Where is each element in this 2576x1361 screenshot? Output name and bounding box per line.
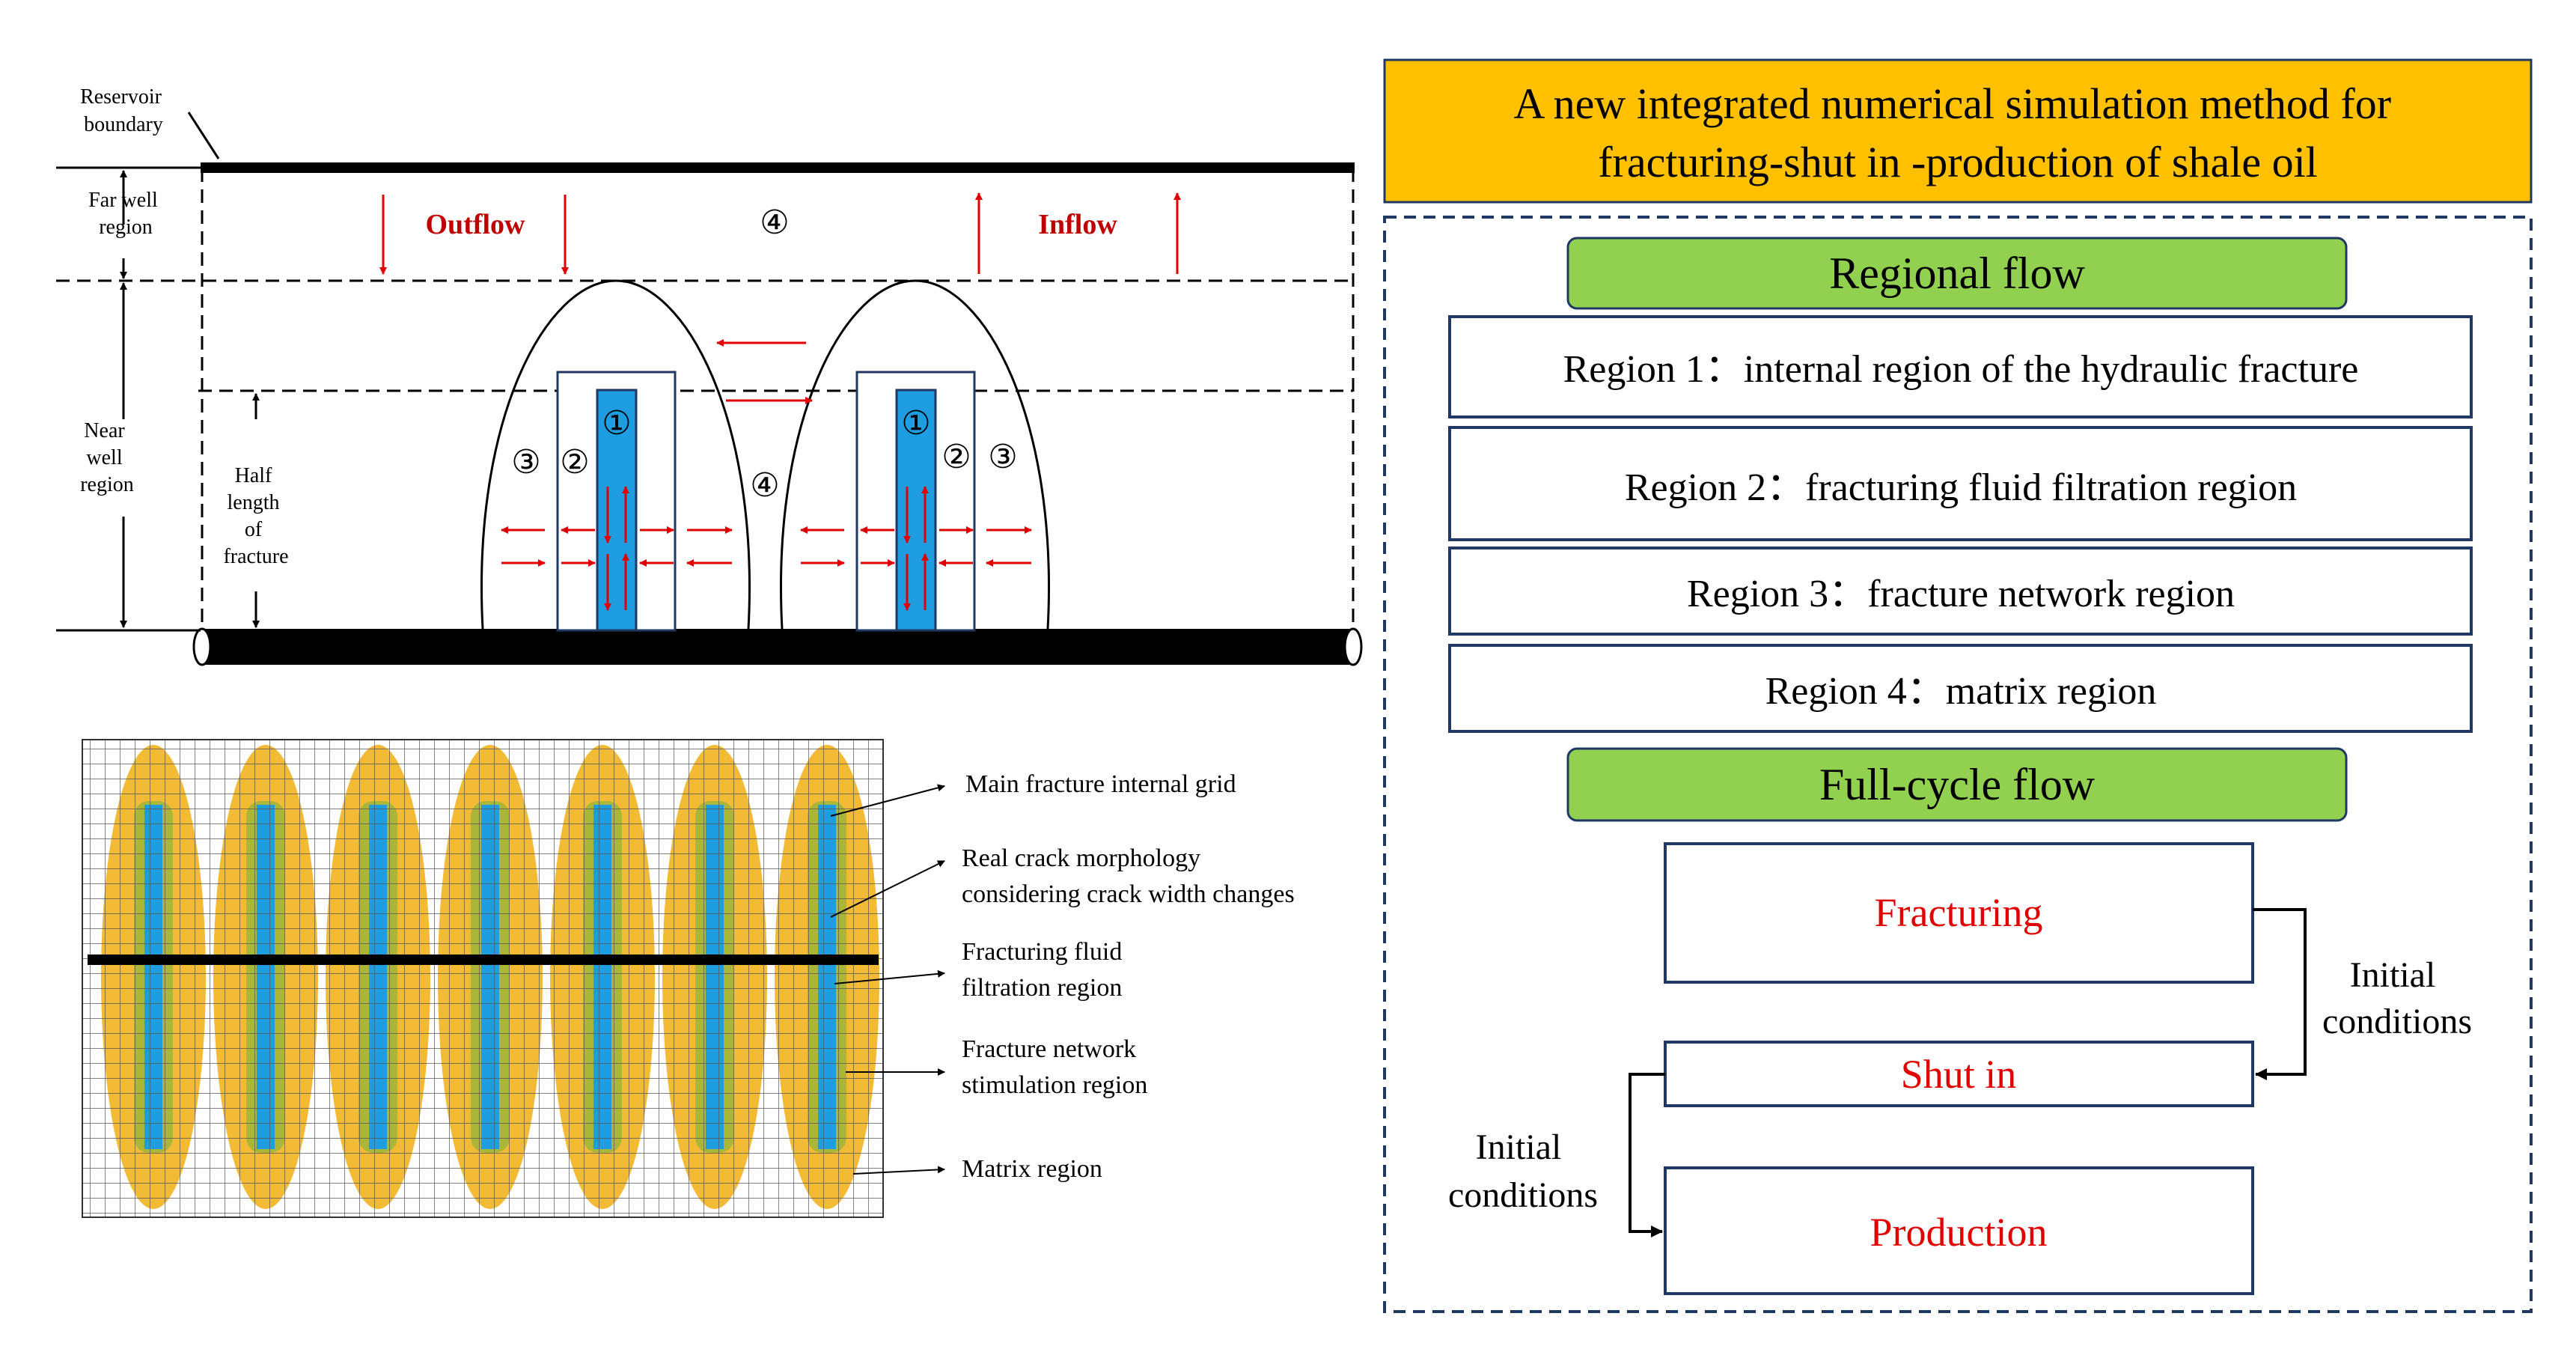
region-4-box — [1448, 644, 2473, 733]
svg-text:Real crack morphology co: Real crack morphology considering crack … — [962, 844, 1295, 908]
outflow-label: Outflow — [426, 209, 526, 240]
reservoir-schematic: Reservoir boundary Far well region Near … — [56, 85, 1363, 666]
reservoir-boundary-line — [201, 162, 1355, 173]
svg-text:A new integrated numerical sim: A new integrated numerical simulation me… — [1513, 79, 2402, 186]
method-panel: A new integrated numerical simulation me… — [1383, 58, 2533, 1313]
svg-text:Fracturing fluid filtrat: Fracturing fluid filtration region — [962, 938, 1129, 1002]
production-box — [1664, 1166, 2254, 1295]
region-3-box — [1448, 546, 2473, 636]
full-cycle-flow-label: Full-cycle flow — [1819, 760, 2096, 809]
right-stimulated-envelope — [780, 279, 1050, 630]
region-1-label: Region 1：internal region of the hydrauli… — [1563, 348, 2359, 391]
region-1-box — [1448, 315, 2473, 418]
real-crack-label-2: considering crack width changes — [962, 880, 1295, 908]
inflow-label: Inflow — [1038, 209, 1117, 240]
near-well-label-3: region — [80, 473, 134, 496]
initial-conditions-right-2: conditions — [2322, 1002, 2472, 1041]
method-dashed-frame — [1383, 216, 2533, 1313]
right-fracture-region-1-marker: ① — [901, 405, 930, 442]
shut-in-label: Shut in — [1901, 1052, 2017, 1097]
left-fracture-region-3-marker: ③ — [511, 444, 540, 481]
near-well-label-2: well — [86, 446, 122, 469]
regional-flow-label: Regional flow — [1829, 249, 2085, 298]
horizontal-well — [88, 954, 879, 965]
region-3-label: Region 3：fracture network region — [1687, 573, 2235, 615]
region-2-label: Region 2：fracturing fluid filtration reg… — [1625, 466, 2297, 509]
wellbore — [192, 627, 1363, 666]
initial-conditions-right-1: Initial — [2350, 955, 2436, 995]
main-fracture-grid-label: Main fracture internal grid — [965, 770, 1236, 798]
fracturing-to-shut-in-connector — [2253, 908, 2307, 1080]
grid-model: Main fracture internal grid Real crack m… — [82, 739, 1295, 1218]
region-4-middle-marker: ④ — [750, 467, 779, 504]
right-fracture-region-2-marker: ② — [941, 439, 971, 475]
svg-text:Initial conditions: Initial conditions — [1448, 1127, 1598, 1215]
half-length-label-1: Half — [235, 464, 272, 487]
fracturing-box — [1664, 842, 2254, 984]
real-crack-label-1: Real crack morphology — [962, 844, 1200, 872]
production-label: Production — [1870, 1210, 2048, 1255]
far-well-label-2: region — [99, 216, 153, 239]
title-line-2: fracturing-shut in -production of shale … — [1598, 138, 2318, 186]
reservoir-boundary-label-2: boundary — [84, 113, 163, 136]
reservoir-boundary-label-1: Reservoir — [80, 85, 162, 109]
regional-flow-header — [1566, 237, 2348, 310]
svg-text:Fracture network stimula: Fracture network stimulation region — [962, 1035, 1147, 1099]
filtration-label-1: Fracturing fluid — [962, 938, 1122, 966]
right-fracture: ① ② ③ — [800, 371, 1032, 632]
right-fracture-region-3-marker: ③ — [988, 439, 1017, 475]
fracturing-label: Fracturing — [1875, 890, 2043, 935]
title-line-1: A new integrated numerical simulation me… — [1513, 79, 2391, 128]
title-box — [1383, 58, 2533, 204]
network-label-2: stimulation region — [962, 1071, 1147, 1099]
grid-mesh — [82, 739, 884, 1218]
left-fracture-region-1-marker: ① — [602, 405, 631, 442]
svg-text:Initial conditions: Initial conditions — [2322, 955, 2472, 1041]
near-well-label-1: Near — [84, 419, 125, 442]
half-length-label-4: fracture — [223, 545, 288, 568]
initial-conditions-left-2: conditions — [1448, 1175, 1598, 1215]
svg-text:Near well region: Near well region — [80, 419, 134, 496]
svg-text:Reservoir boundary: Reservoir boundary — [80, 85, 167, 136]
svg-text:Half length of: Half length of fracture — [223, 464, 288, 568]
initial-conditions-left-1: Initial — [1476, 1127, 1562, 1167]
matrix-region-label: Matrix region — [962, 1155, 1102, 1183]
half-length-label-2: length — [228, 491, 280, 514]
left-fracture: ① ② ③ — [501, 371, 733, 632]
left-fracture-region-2-marker: ② — [560, 444, 589, 481]
shut-in-to-production-connector — [1629, 1073, 1665, 1237]
region-4-top-marker: ④ — [760, 204, 789, 241]
region-2-box — [1448, 426, 2473, 541]
shut-in-box — [1664, 1041, 2254, 1107]
far-well-label-1: Far well — [88, 189, 158, 212]
full-cycle-flow-header — [1566, 747, 2348, 822]
network-label-1: Fracture network — [962, 1035, 1136, 1063]
svg-text:Far well region: Far well region — [88, 189, 163, 239]
left-stimulated-envelope — [480, 279, 751, 630]
region-4-label: Region 4：matrix region — [1765, 670, 2157, 713]
half-length-label-3: of — [245, 518, 263, 541]
filtration-label-2: filtration region — [962, 974, 1122, 1002]
